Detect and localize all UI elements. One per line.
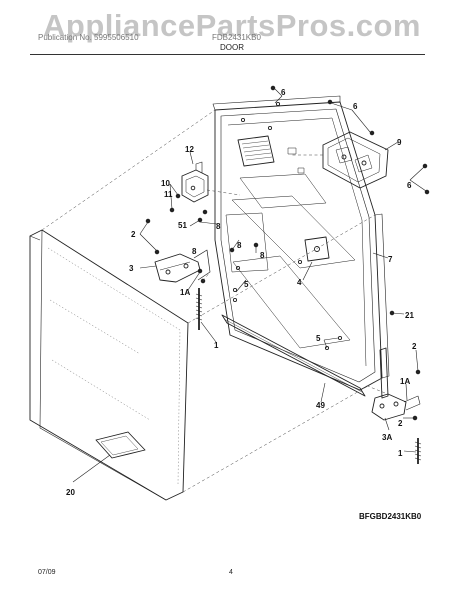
- callout-label: 1: [398, 449, 403, 458]
- callout-label: 2: [131, 230, 136, 239]
- callout-label: 1A: [400, 377, 410, 386]
- callout-label: 4: [297, 278, 302, 287]
- footer-date: 07/09: [38, 569, 56, 576]
- callout-label: 9: [397, 138, 402, 147]
- inner-door-panel: [212, 95, 390, 391]
- publication-text: Publication No. 5995506510: [38, 33, 139, 42]
- callout-label: 1: [214, 341, 219, 350]
- callout-label: 21: [405, 311, 414, 320]
- model-number-text: FDB2431KB0: [212, 33, 261, 42]
- callout-label: 11: [164, 190, 173, 199]
- callout-label: 5: [316, 334, 321, 343]
- callout-label: 8: [216, 222, 221, 231]
- callout-label: 12: [185, 145, 194, 154]
- callout-label: 20: [66, 488, 75, 497]
- diagram-model-code: BFGBD2431KB0: [359, 512, 422, 521]
- outer-door-panel: [29, 229, 189, 501]
- callout-label: 6: [353, 102, 358, 111]
- screws: [145, 85, 430, 421]
- control-panel: [322, 131, 389, 189]
- callout-label: 6: [281, 88, 286, 97]
- callout-label: 2: [398, 419, 403, 428]
- callout-label: 51: [178, 221, 187, 230]
- callout-label: 7: [388, 255, 393, 264]
- callout-label: 8: [260, 251, 265, 260]
- door-latch: [181, 161, 209, 203]
- hinge-left: [154, 249, 211, 283]
- bottom-trim-strip: [221, 314, 366, 397]
- hinge-right: [371, 347, 421, 421]
- callout-label: 1A: [180, 288, 190, 297]
- page-number: 4: [229, 569, 233, 576]
- callout-label: 6: [407, 181, 412, 190]
- callout-label: 8: [192, 247, 197, 256]
- callout-label: 3A: [382, 433, 392, 442]
- callout-label: 2: [412, 342, 417, 351]
- callout-label: 10: [161, 179, 170, 188]
- door-spring-right: [414, 438, 422, 464]
- header-divider: [30, 54, 425, 55]
- callout-label: 8: [237, 241, 242, 250]
- section-title: DOOR: [220, 43, 244, 52]
- projection-lines: [41, 109, 391, 493]
- callout-label: 5: [244, 280, 249, 289]
- callout-label: 3: [129, 264, 134, 273]
- callout-label: 49: [316, 401, 325, 410]
- door-spring-left: [195, 288, 203, 330]
- leader-lines: [72, 88, 427, 483]
- callout-labels: 6 6 9 6 12 10 11 2 51 8 8 8 8 3 7 4 5 1A…: [66, 88, 417, 497]
- watermark-text: AppliancePartsPros.com: [43, 8, 421, 43]
